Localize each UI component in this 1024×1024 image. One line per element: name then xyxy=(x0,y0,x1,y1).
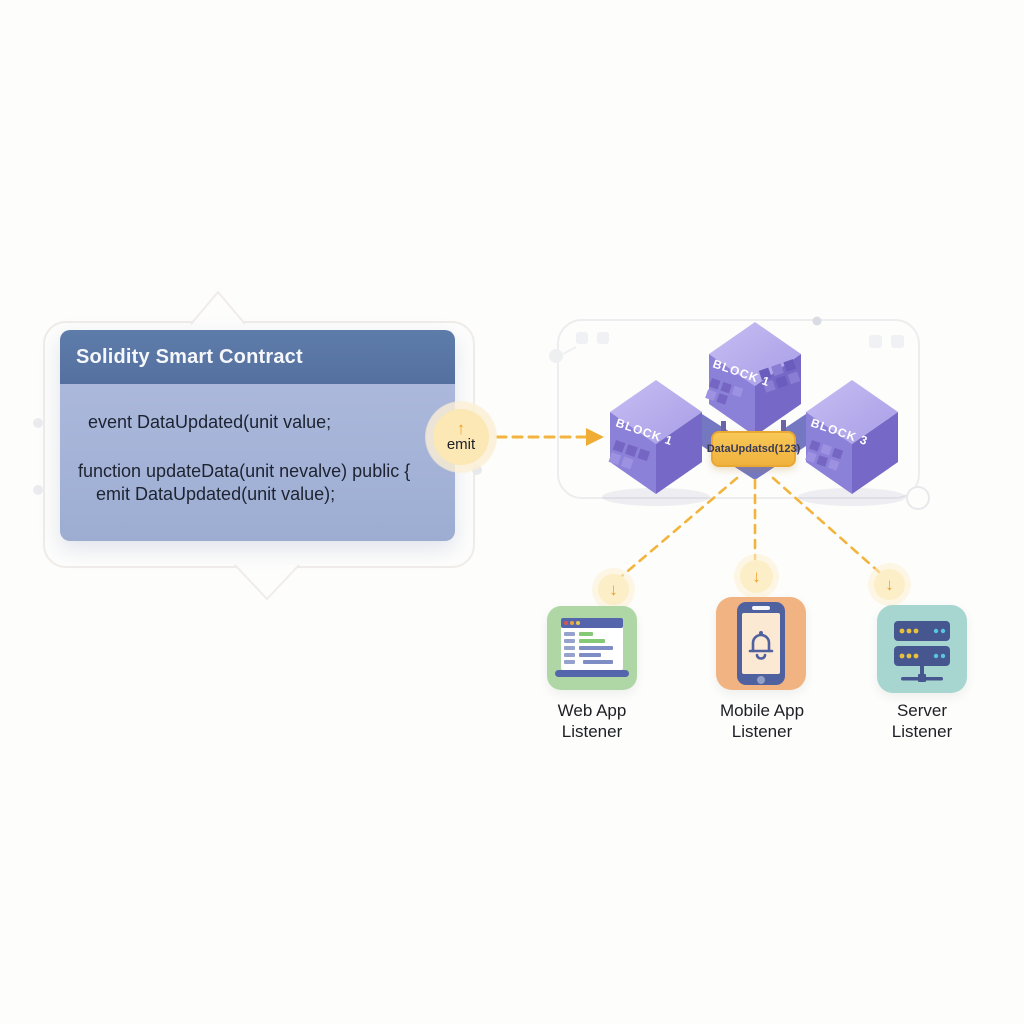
cube-top-face xyxy=(709,322,801,386)
block-cube-left: BLOCK 1 xyxy=(608,380,702,494)
down-arrow-icon: ↓ xyxy=(885,575,894,594)
cube-top-face xyxy=(610,380,702,444)
cube-grid xyxy=(758,359,801,393)
square-decoration xyxy=(891,335,904,348)
blockchain-card-outline xyxy=(557,319,920,499)
emit-label: emit xyxy=(446,436,476,454)
solidity-contract-panel: Solidity Smart Contract event DataUpdate… xyxy=(60,330,455,541)
cube-grid xyxy=(805,439,844,471)
label-line: Listener xyxy=(891,722,953,741)
web-app-listener-label: Web App Listener xyxy=(532,700,652,742)
line-decoration xyxy=(562,346,577,355)
mobile-app-listener-card xyxy=(716,597,806,690)
cube-left-face xyxy=(610,412,656,494)
square-decoration xyxy=(869,335,882,348)
label-line: Listener xyxy=(731,722,793,741)
web-app-listener-card xyxy=(547,606,637,690)
dot-decoration xyxy=(33,485,43,495)
cube-right-face xyxy=(656,412,702,494)
cube-shadow xyxy=(602,488,710,506)
square-decoration xyxy=(597,332,609,344)
server-listener-card xyxy=(877,605,967,693)
phone-bell-icon xyxy=(737,602,785,685)
block-cube-center: BLOCK 1 xyxy=(705,322,801,436)
dot-decoration xyxy=(33,418,43,428)
dot-decoration xyxy=(812,316,822,326)
down-arrow-badge-web: ↓ xyxy=(598,574,629,605)
code-line-function: function updateData(unit nevalve) public… xyxy=(78,461,411,481)
corner-circle-decoration xyxy=(906,486,930,510)
label-line: Web App xyxy=(557,701,627,720)
cube-grid xyxy=(608,439,651,470)
down-arrow-badge-server: ↓ xyxy=(874,569,905,600)
cube-right-face xyxy=(755,354,801,436)
cube-shadow xyxy=(798,488,906,506)
code-line-emit: emit DataUpdated(unit value); xyxy=(96,484,336,504)
server-listener-label: Server Listener xyxy=(862,700,982,742)
block-cube-right: BLOCK 3 xyxy=(805,380,898,494)
down-arrow-icon: ↓ xyxy=(752,567,761,586)
label-line: Mobile App xyxy=(719,701,805,720)
code-block: event DataUpdated(unit value; function u… xyxy=(60,384,455,541)
block-label: BLOCK 3 xyxy=(809,416,870,449)
block-label: BLOCK 1 xyxy=(711,357,772,390)
block-label: BLOCK 1 xyxy=(614,416,675,449)
cube-top-face xyxy=(806,380,898,444)
label-line: Server xyxy=(896,701,948,720)
cube-grid xyxy=(705,378,744,405)
blob-decoration xyxy=(549,349,563,363)
mobile-app-listener-label: Mobile App Listener xyxy=(702,700,822,742)
bubble-top-notch-stroke xyxy=(190,291,246,325)
event-line-server xyxy=(771,476,881,574)
bubble-top-notch xyxy=(189,291,247,325)
arrowhead-icon xyxy=(586,428,604,446)
square-decoration xyxy=(576,332,588,344)
down-arrow-badge-mobile: ↓ xyxy=(740,560,773,593)
server-rack-icon xyxy=(894,621,950,682)
bubble-bottom-notch-stroke xyxy=(234,564,300,600)
panel-title: Solidity Smart Contract xyxy=(60,330,455,384)
laptop-code-icon xyxy=(555,618,629,677)
event-line-web xyxy=(620,476,739,578)
down-arrow-icon: ↓ xyxy=(609,580,618,599)
bubble-bottom-notch xyxy=(233,563,301,601)
cube-right-face xyxy=(852,412,898,494)
cube-left-face xyxy=(709,354,755,436)
emit-badge: ↑ emit xyxy=(433,409,489,465)
cube-left-face xyxy=(806,412,852,494)
code-line-event: event DataUpdated(unit value; xyxy=(88,412,332,432)
label-line: Listener xyxy=(561,722,623,741)
event-label: DataUpdatsd(123) xyxy=(707,431,800,467)
up-arrow-icon: ↑ xyxy=(456,419,466,439)
